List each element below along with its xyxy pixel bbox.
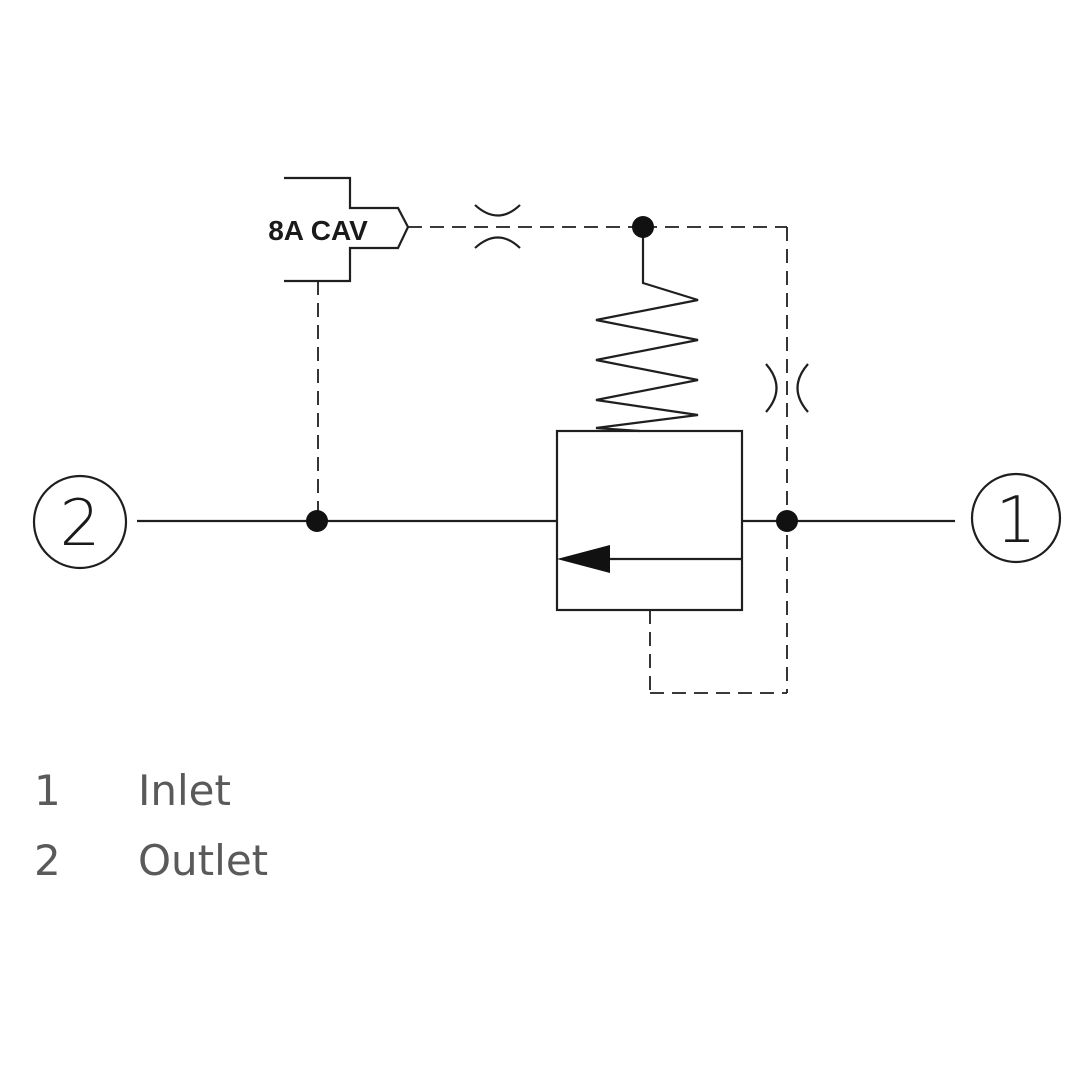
spring bbox=[595, 228, 699, 433]
junction-dot-left bbox=[306, 510, 328, 532]
orifice-top bbox=[474, 204, 521, 249]
junction-dot-right bbox=[776, 510, 798, 532]
port-2-number: 2 bbox=[60, 487, 101, 561]
legend-number: 1 bbox=[34, 765, 61, 815]
valve-body bbox=[555, 429, 744, 612]
legend-row-outlet: 2 Outlet bbox=[34, 825, 268, 895]
orifice-right bbox=[765, 363, 809, 413]
flow-arrow-head bbox=[557, 545, 610, 573]
junction-dot-top bbox=[632, 216, 654, 238]
port-1-number: 1 bbox=[996, 484, 1037, 558]
port-2-symbol: 2 bbox=[32, 474, 128, 570]
legend-label: Outlet bbox=[138, 835, 269, 885]
port-legend: 1 Inlet 2 Outlet bbox=[34, 755, 268, 895]
legend-label: Inlet bbox=[138, 765, 231, 815]
cavity-label: 8A CAV bbox=[268, 215, 368, 246]
cavity-port: 8A CAV bbox=[268, 176, 410, 283]
port-1-symbol: 1 bbox=[970, 472, 1062, 564]
legend-number: 2 bbox=[34, 835, 61, 885]
legend-row-inlet: 1 Inlet bbox=[34, 755, 268, 825]
